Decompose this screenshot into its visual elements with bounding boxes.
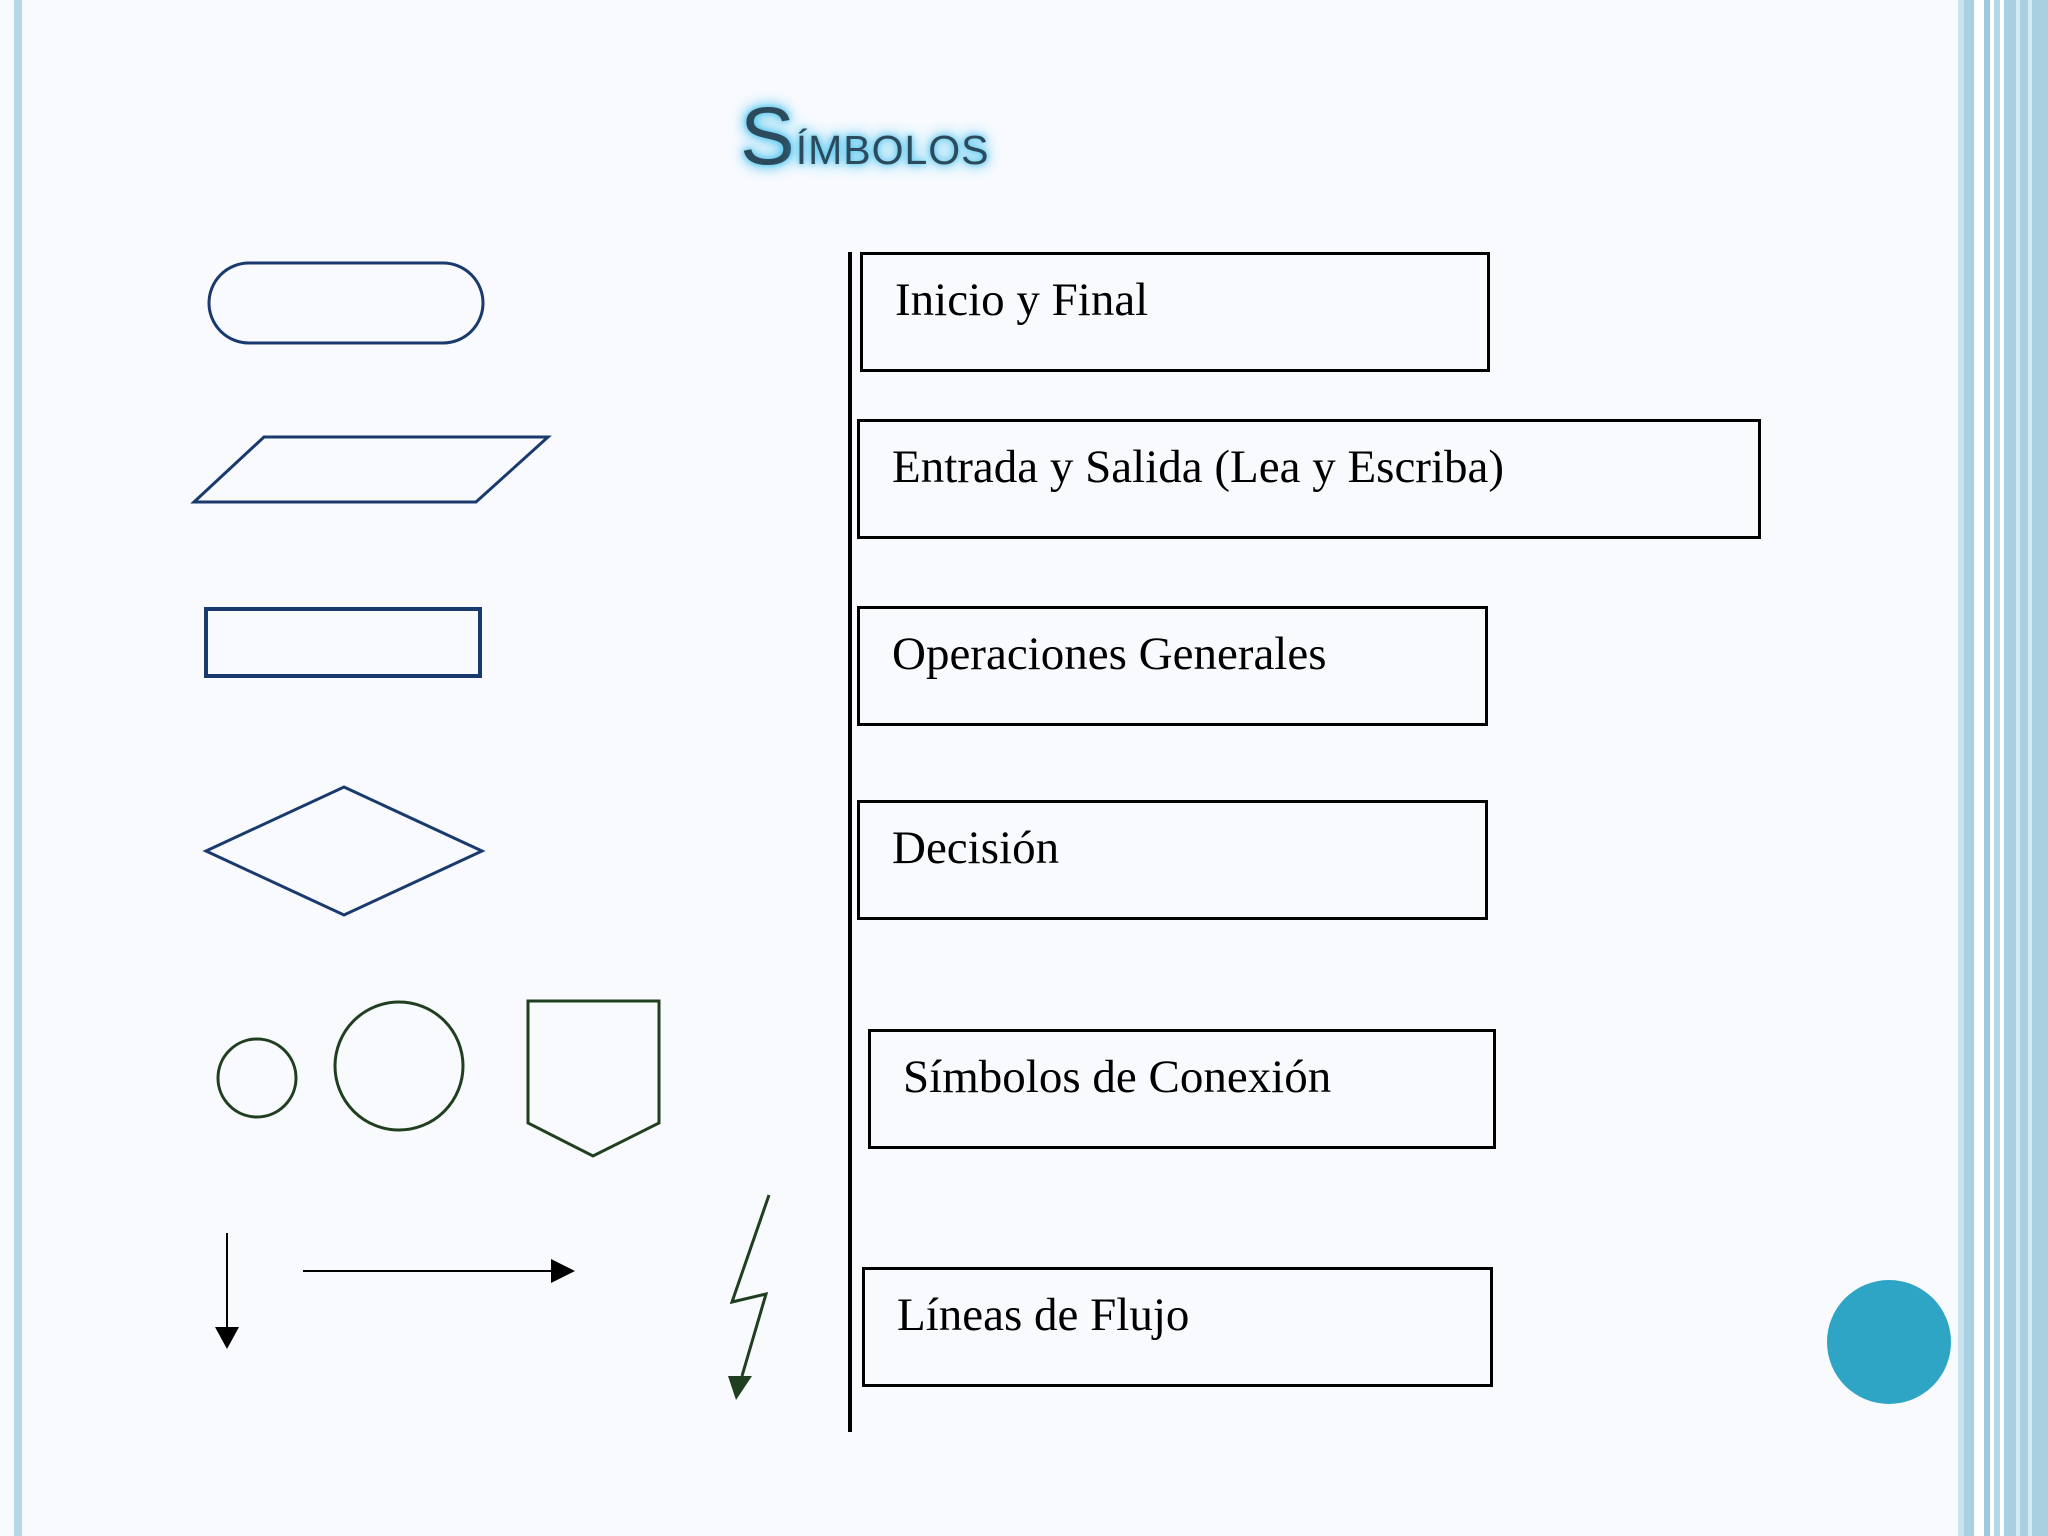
nav-circle-button[interactable] [1827, 1280, 1951, 1404]
stripe [2028, 0, 2032, 1536]
arrow-down-head [215, 1327, 239, 1349]
label-box-decision: Decisión [857, 800, 1488, 920]
title-rest: ímbolos [795, 112, 990, 177]
label-text: Entrada y Salida (Lea y Escriba) [892, 441, 1505, 493]
left-border-bar [14, 0, 22, 1536]
lightning-arrow-head [728, 1376, 752, 1400]
stripe [2016, 0, 2020, 1536]
connector-large-circle [333, 1000, 465, 1132]
stripe [1964, 0, 1974, 1536]
right-border-stripes [1958, 0, 2048, 1536]
label-box-conexion: Símbolos de Conexión [868, 1029, 1496, 1149]
slide-title: Símbolos [740, 82, 1140, 192]
connector-small-circle [216, 1037, 298, 1119]
stripe [1958, 0, 1964, 1536]
input-output-symbol [190, 435, 552, 504]
label-text: Símbolos de Conexión [903, 1051, 1332, 1103]
lightning-flow-line [729, 1194, 771, 1377]
label-box-operaciones: Operaciones Generales [857, 606, 1488, 726]
label-text: Operaciones Generales [892, 628, 1327, 680]
label-text: Inicio y Final [895, 274, 1149, 326]
arrow-right-head [551, 1259, 575, 1283]
stripe [2004, 0, 2048, 1536]
label-box-lineas-flujo: Líneas de Flujo [862, 1267, 1493, 1387]
offpage-connector-symbol [526, 999, 661, 1158]
label-box-inicio-final: Inicio y Final [860, 252, 1490, 372]
stripe [1994, 0, 2000, 1536]
title-initial: S [740, 91, 796, 182]
decision-symbol [202, 785, 486, 917]
label-text: Líneas de Flujo [897, 1289, 1190, 1341]
divider-line [848, 252, 852, 1432]
process-symbol [204, 607, 482, 678]
stripe [1984, 0, 1990, 1536]
terminal-symbol [207, 261, 485, 345]
label-box-entrada-salida: Entrada y Salida (Lea y Escriba) [857, 419, 1761, 539]
label-text: Decisión [892, 822, 1060, 874]
